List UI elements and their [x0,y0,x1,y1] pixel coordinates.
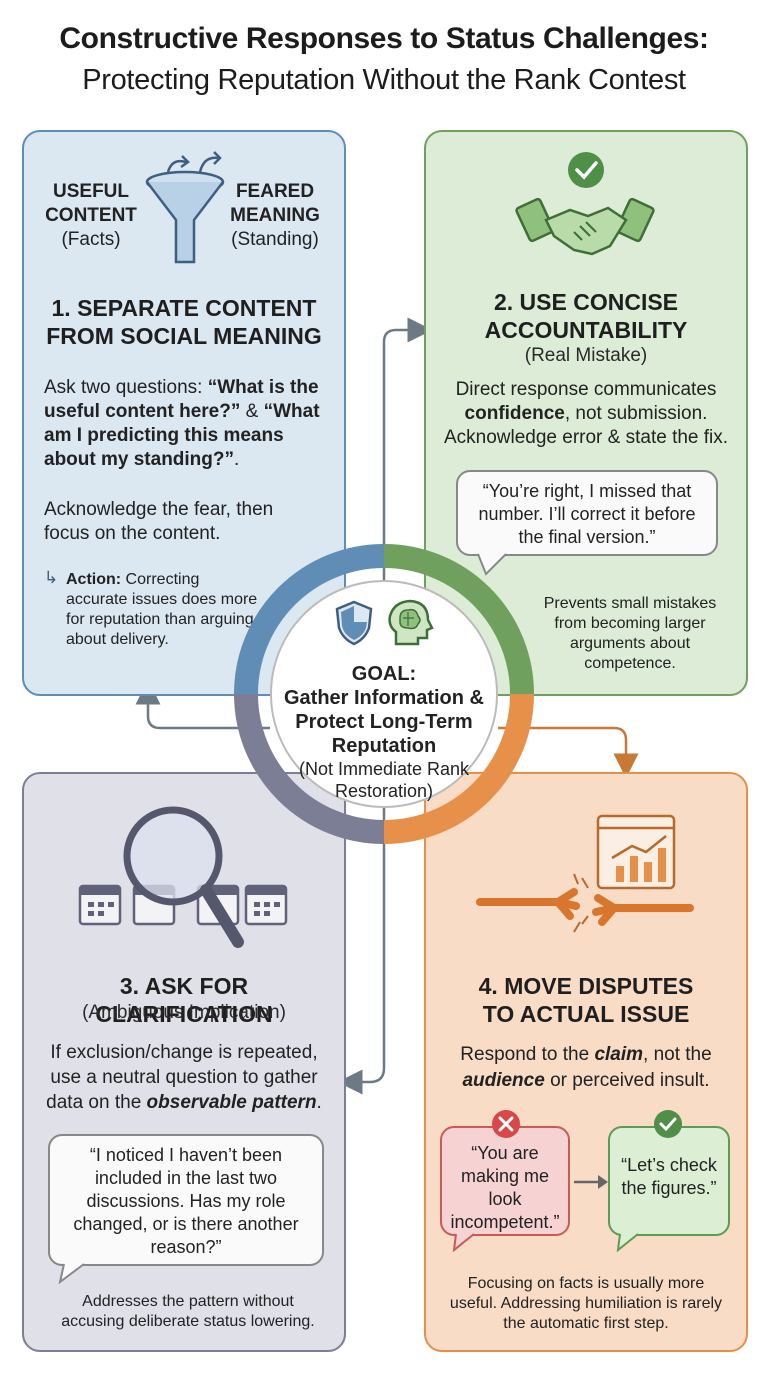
brain-head-icon [388,599,434,646]
arrow-to-panel1 [135,679,270,730]
panel3-quote-bubble: “I noticed I haven’t been included in th… [48,1134,324,1266]
panel4-heading: 4. MOVE DISPUTES TO ACTUAL ISSUE [478,973,694,1027]
panel1-body2: Acknowledge the fear, then focus on the … [44,499,274,544]
check-icon [654,1110,682,1138]
panel3-heading: 3. ASK FOR CLARIFICATION [95,973,273,1027]
panel1-body: Ask two questions: “What is the useful c… [44,377,320,470]
panel2-subheading: (Real Mistake) [524,345,648,366]
panel3-subheading: (Ambiguous Implication) [82,1002,286,1023]
feared-meaning-label: FEARED MEANING (Standing) [230,181,320,250]
arrow-to-panel2 [382,317,433,585]
panel2-heading: 2. USE CONCISE ACCOUNTABILITY [484,289,688,343]
page-title: Constructive Responses to Status Challen… [59,22,709,55]
panel4-body: Respond to the claim, not the audience o… [460,1044,712,1091]
panel2-body: Direct response communicates confidence,… [443,379,729,448]
panel1-heading: 1. SEPARATE CONTENT FROM SOCIAL MEANING [46,295,322,349]
good-bubble-tail [616,1230,639,1253]
goal-text: GOAL: Gather Information & Protect Long-… [283,663,484,801]
magnifier-calendar-icon [78,806,288,948]
page-subtitle: Protecting Reputation Without the Rank C… [82,64,686,96]
shield-icon [335,600,373,646]
goal-hub [270,580,498,808]
panel2-bubble-tail [477,550,507,576]
panel2-note: Prevents small mistakes from becoming la… [543,595,717,672]
panel2-quote-bubble: “You’re right, I missed that number. I’l… [456,470,718,556]
panel3-body: If exclusion/change is repeated, use a n… [46,1042,322,1113]
panel3-note: Addresses the pattern without accusing d… [61,1293,315,1330]
panel3-bubble-tail [58,1260,85,1285]
useful-content-label: USEFUL CONTENT (Facts) [45,181,137,250]
action-arrow-icon: ↳ [44,568,59,587]
bad-bubble-tail [452,1230,475,1253]
funnel-icon [145,151,225,264]
bad-response-bubble: “You are making me look incompetent.” [440,1126,570,1236]
arrow-to-panel3 [337,805,386,1095]
good-response-bubble: “Let’s check the figures.” [608,1126,730,1236]
broken-rope-chart-icon [476,814,694,933]
panel1-action: Action: Correcting accurate issues does … [66,571,258,648]
hub-ring [234,544,534,844]
arrow-to-panel4 [498,726,639,779]
x-icon [492,1110,520,1138]
transition-arrow [574,1175,608,1189]
panel4-note: Focusing on facts is usually more useful… [449,1275,723,1332]
handshake-icon [515,152,655,256]
panel-move-disputes [424,772,748,1352]
